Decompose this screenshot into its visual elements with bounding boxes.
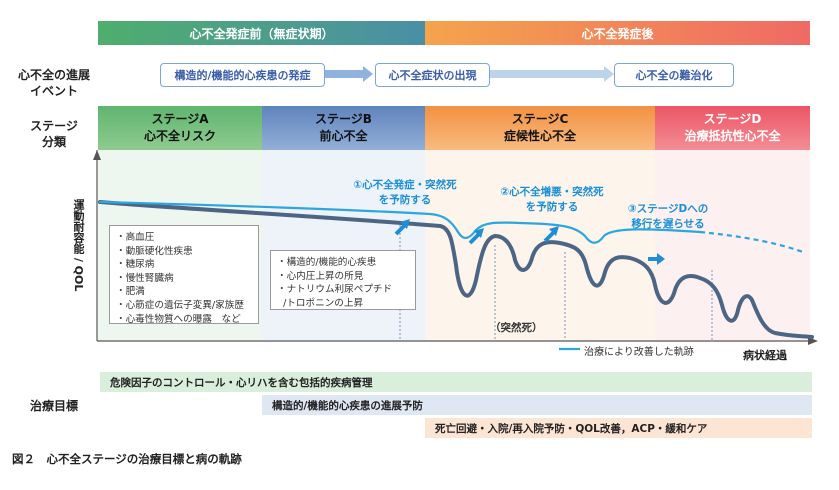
event-structural-onset: 構造的/機能的心疾患の発症: [160, 63, 325, 87]
x-axis-label: 病状経過: [743, 347, 787, 363]
phase-bar-before: 心不全発症前（無症状期）: [98, 21, 425, 45]
annotation-prevent-worsening-line1: ②心不全増悪・突然死: [500, 186, 604, 198]
goal-mortality-qol-label: 死亡回避・入院/再入院予防・QOL改善，ACP・緩和ケア: [435, 422, 708, 435]
annotation-delay-stage-d: ③ステージDへの 移行を遅らせる: [612, 202, 724, 232]
improved-trajectory-line: [98, 200, 702, 244]
goals-row-label: 治療目標: [12, 398, 96, 414]
risk-factors-box: ・高血圧 ・動脈硬化性疾患 ・糖尿病 ・慢性腎臓病 ・肥満 ・心筋症の遺伝子変異…: [109, 225, 259, 325]
annotation-prevent-onset-line1: ①心不全発症・突然死: [353, 179, 457, 191]
stage-d-sub: 治療抵抗性心不全: [684, 129, 781, 143]
stage-b-factor-item: ・ナトリウム利尿ペプチド: [277, 284, 393, 296]
risk-factor-item: ・肥満: [116, 286, 145, 298]
goal-mortality-qol: 死亡回避・入院/再入院予防・QOL改善，ACP・緩和ケア: [425, 418, 812, 438]
sudden-death-label-text: （突然死）: [490, 322, 543, 334]
goal-structural-prevention: 構造的/機能的心疾患の進展予防: [262, 395, 812, 415]
stage-b-factor-item: ・心内圧上昇の所見: [277, 270, 364, 282]
risk-factor-item: ・高血圧: [116, 232, 155, 243]
annotation-prevent-worsening: ②心不全増悪・突然死 を予防する: [490, 185, 614, 215]
events-row-label-text: 心不全の進展 イベント: [17, 68, 90, 98]
improved-trajectory-projection: [699, 230, 804, 254]
stage-d-header: ステージD 治療抵抗性心不全: [655, 106, 810, 150]
risk-factor-item: ・心筋症の遺伝子変異/家族歴: [116, 299, 244, 311]
annotation-prevent-worsening-line2: を予防する: [525, 201, 579, 213]
stage-d-column: [655, 150, 810, 340]
event-structural-onset-label: 構造的/機能的心疾患の発症: [174, 69, 311, 82]
stage-b-header: ステージB 前心不全: [262, 106, 425, 150]
event-arrow-1-icon: [325, 66, 373, 82]
event-refractory: 心不全の難治化: [614, 63, 734, 87]
risk-factor-item: ・慢性腎臓病: [116, 272, 174, 284]
goal-structural-prevention-label: 構造的/機能的心疾患の進展予防: [272, 399, 423, 412]
risk-factor-item: ・心毒性物質への曝露 など: [116, 313, 241, 325]
annotation-prevent-onset-line2: を予防する: [378, 194, 432, 206]
stage-a-name: ステージA: [151, 112, 209, 126]
figure-caption: 図２ 心不全ステージの治療目標と病の軌跡: [12, 451, 242, 467]
risk-factor-item: ・動脈硬化性疾患: [116, 245, 193, 257]
improvement-arrow-4-icon: [648, 253, 665, 265]
annotation-prevent-onset: ①心不全発症・突然死 を予防する: [340, 178, 470, 208]
risk-factor-item: ・糖尿病: [116, 259, 155, 271]
stage-b-factor-item: ・構造的/機能的心疾患: [277, 257, 377, 268]
stage-c-header: ステージC 症候性心不全: [425, 106, 655, 150]
y-axis-label: 運動耐容能 / QOL: [68, 160, 88, 330]
stage-b-factors-box: ・構造的/機能的心疾患 ・心内圧上昇の所見 ・ナトリウム利尿ペプチド /トロポニ…: [270, 250, 416, 310]
goal-risk-management: 危険因子のコントロール・心リハを含む包括的疾病管理: [100, 372, 812, 392]
stage-c-sub: 症候性心不全: [503, 129, 576, 143]
phase-after-label: 心不全発症後: [581, 26, 654, 41]
events-row-label: 心不全の進展 イベント: [12, 67, 96, 99]
x-axis-arrow-icon: [808, 337, 818, 345]
improvement-arrow-3-icon: [543, 226, 559, 243]
stage-c-name: ステージC: [511, 112, 569, 126]
stage-b-sub: 前心不全: [319, 129, 368, 143]
stage-a-sub: 心不全リスク: [143, 129, 216, 143]
phase-before-label: 心不全発症前（無症状期）: [189, 26, 334, 41]
annotation-delay-stage-d-line1: ③ステージDへの: [627, 203, 709, 215]
event-symptom-onset: 心不全症状の出現: [375, 63, 490, 87]
improvement-arrow-1-icon: [394, 219, 410, 236]
goals-row-label-text: 治療目標: [29, 399, 78, 413]
x-axis-label-text: 病状経過: [743, 349, 787, 362]
natural-trajectory-line: [98, 200, 814, 339]
stage-b-name: ステージB: [315, 112, 372, 126]
phase-bar-after: 心不全発症後: [425, 21, 810, 45]
stages-row-label: ステージ 分類: [12, 118, 96, 150]
annotation-delay-stage-d-line2: 移行を遅らせる: [631, 218, 705, 230]
event-symptom-onset-label: 心不全症状の出現: [388, 69, 477, 82]
goal-risk-management-label: 危険因子のコントロール・心リハを含む包括的疾病管理: [110, 376, 373, 389]
improvement-arrow-2-icon: [468, 228, 484, 245]
stage-d-name: ステージD: [703, 112, 762, 126]
y-axis-arrow-icon: [93, 150, 101, 160]
event-arrow-2-icon: [490, 66, 614, 82]
legend-label-text: 治療により改善した軌跡: [584, 347, 694, 358]
stage-a-header: ステージA 心不全リスク: [98, 106, 262, 150]
event-refractory-label: 心不全の難治化: [635, 69, 713, 82]
stage-b-factor-item: /トロポニンの上昇: [277, 297, 364, 309]
stages-row-label-text: ステージ 分類: [30, 119, 78, 149]
sudden-death-label: （突然死）: [490, 320, 543, 335]
y-axis-label-text: 運動耐容能 / QOL: [72, 198, 85, 292]
figure-caption-text: 図２ 心不全ステージの治療目標と病の軌跡: [12, 452, 242, 466]
legend-label: 治療により改善した軌跡: [584, 343, 694, 358]
